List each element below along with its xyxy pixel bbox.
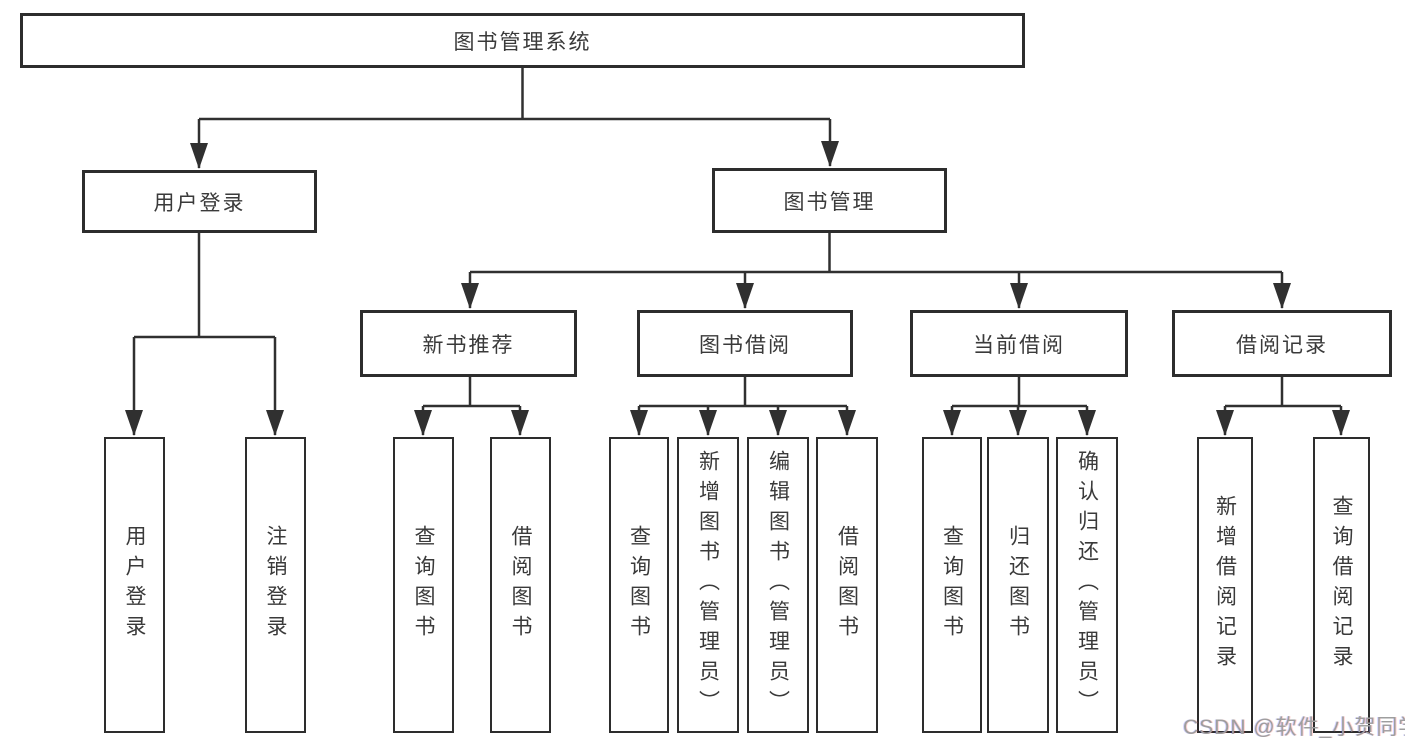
leaf-query-book-current: 查询图书 xyxy=(922,437,982,733)
leaf-query-borrow-record-label: 查询借阅记录 xyxy=(1330,495,1353,675)
node-borrow-record: 借阅记录 xyxy=(1172,310,1392,377)
node-user-login-label: 用户登录 xyxy=(153,191,246,215)
node-root: 图书管理系统 xyxy=(20,13,1025,68)
leaf-borrow-book-recommend-label: 借阅图书 xyxy=(509,525,532,645)
node-book-borrow-label: 图书借阅 xyxy=(699,333,791,357)
leaf-query-book-recommend-label: 查询图书 xyxy=(412,525,435,645)
leaf-user-login-label: 用户登录 xyxy=(123,525,146,645)
leaf-borrow-book: 借阅图书 xyxy=(816,437,878,733)
node-new-book-recommend-label: 新书推荐 xyxy=(422,333,515,357)
node-root-label: 图书管理系统 xyxy=(453,30,592,54)
node-book-borrow: 图书借阅 xyxy=(637,310,853,377)
node-current-borrow: 当前借阅 xyxy=(910,310,1128,377)
watermark-text: CSDN @软件_小贺同学 xyxy=(1183,716,1405,739)
leaf-add-borrow-record-label: 新增借阅记录 xyxy=(1213,495,1237,675)
leaf-logout: 注销登录 xyxy=(245,437,306,733)
leaf-edit-book-admin-label: 编辑图书（管理员） xyxy=(766,450,790,720)
leaf-confirm-return-admin-label: 确认归还（管理员） xyxy=(1075,450,1099,720)
leaf-borrow-book-recommend: 借阅图书 xyxy=(490,437,551,733)
node-book-management: 图书管理 xyxy=(712,168,947,233)
node-borrow-record-label: 借阅记录 xyxy=(1236,333,1328,357)
leaf-user-login: 用户登录 xyxy=(104,437,165,733)
leaf-return-book: 归还图书 xyxy=(987,437,1049,733)
leaf-return-book-label: 归还图书 xyxy=(1006,525,1030,645)
node-user-login: 用户登录 xyxy=(82,170,317,233)
leaf-query-book-borrow-label: 查询图书 xyxy=(627,525,651,645)
node-book-management-label: 图书管理 xyxy=(783,190,876,214)
node-current-borrow-label: 当前借阅 xyxy=(973,333,1065,357)
leaf-add-book-admin: 新增图书（管理员） xyxy=(677,437,739,733)
leaf-query-book-recommend: 查询图书 xyxy=(393,437,454,733)
leaf-edit-book-admin: 编辑图书（管理员） xyxy=(747,437,809,733)
node-new-book-recommend: 新书推荐 xyxy=(360,310,577,377)
leaf-add-book-admin-label: 新增图书（管理员） xyxy=(696,450,720,720)
leaf-logout-label: 注销登录 xyxy=(264,525,287,645)
leaf-query-borrow-record: 查询借阅记录 xyxy=(1313,437,1370,733)
leaf-confirm-return-admin: 确认归还（管理员） xyxy=(1056,437,1118,733)
leaf-query-book-borrow: 查询图书 xyxy=(609,437,669,733)
leaf-borrow-book-label: 借阅图书 xyxy=(835,525,859,645)
leaf-add-borrow-record: 新增借阅记录 xyxy=(1197,437,1253,733)
leaf-query-book-current-label: 查询图书 xyxy=(940,525,964,645)
